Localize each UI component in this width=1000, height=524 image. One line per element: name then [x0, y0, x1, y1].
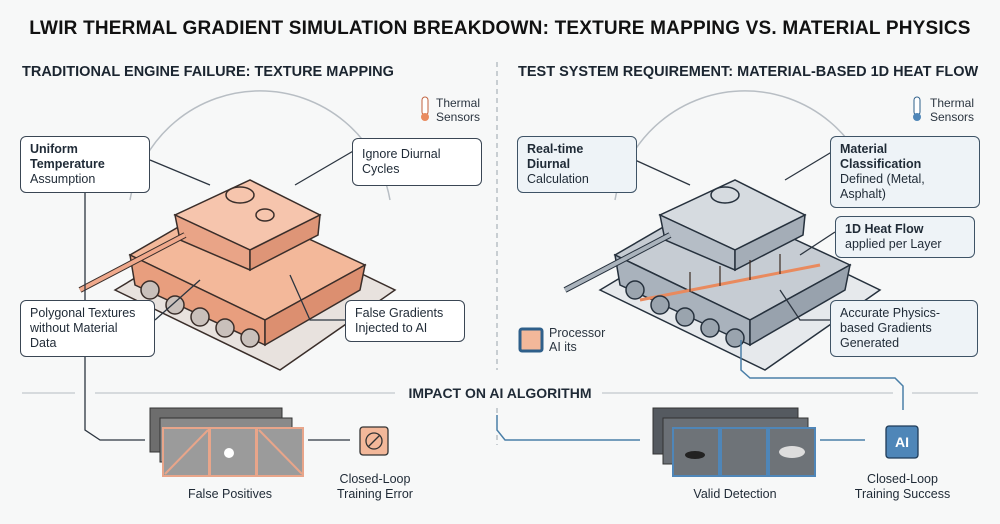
legend-text: Thermal [930, 96, 975, 110]
page-title: LWIR THERMAL GRADIENT SIMULATION BREAKDO… [29, 18, 971, 39]
left-tank-illustration [78, 179, 397, 371]
callout-title: Real-time Diurnal [527, 142, 584, 171]
caption-line: Training Error [337, 487, 413, 501]
caption-line: Closed-Loop [867, 472, 938, 486]
callout-accurate-gradients: Accurate Physics-based Gradients Generat… [830, 300, 978, 357]
right-tank-illustration [563, 179, 882, 371]
false-positives-caption: False Positives [187, 487, 273, 501]
callout-title: Material Classification [840, 142, 922, 171]
legend-text: Sensors [930, 110, 975, 124]
callout-polygonal-textures: Polygonal Textures without Material Data [20, 300, 155, 357]
thermometer-icon-right [913, 96, 921, 121]
callout-text: Calculation [527, 172, 589, 186]
caption-line: Training Success [854, 487, 951, 501]
ai-chip-label: AI [895, 434, 909, 450]
legend-text: Thermal [436, 96, 481, 110]
legend-text: Processor [549, 326, 606, 340]
valid-detection-caption: Valid Detection [693, 487, 777, 501]
valid-detection-frames [652, 407, 816, 477]
callout-text: Assumption [30, 172, 96, 186]
impact-heading: IMPACT ON AI ALGORITHM [408, 385, 592, 401]
left-section-heading: TRADITIONAL ENGINE FAILURE: TEXTURE MAPP… [22, 64, 394, 80]
callout-text: applied per Layer [845, 237, 942, 251]
callout-title: Uniform Temperature [30, 142, 105, 171]
thermometer-icon-left [421, 96, 429, 121]
callout-text: Defined (Metal, Asphalt) [840, 172, 925, 201]
caption-line: Closed-Loop [339, 472, 411, 486]
legend-text: AI its [549, 340, 577, 354]
processor-icon [518, 327, 544, 353]
ai-chip-icon [885, 425, 919, 459]
legend-text: Sensors [436, 110, 481, 124]
right-section-heading: TEST SYSTEM REQUIREMENT: MATERIAL-BASED … [518, 64, 979, 80]
callout-ignore-diurnal: Ignore Diurnal Cycles [352, 138, 482, 186]
callout-title: 1D Heat Flow [845, 222, 924, 236]
error-chip-icon [359, 426, 389, 456]
callout-false-gradients: False Gradients Injected to AI [345, 300, 465, 342]
false-positive-frames [149, 407, 304, 477]
left-halo [129, 90, 391, 201]
